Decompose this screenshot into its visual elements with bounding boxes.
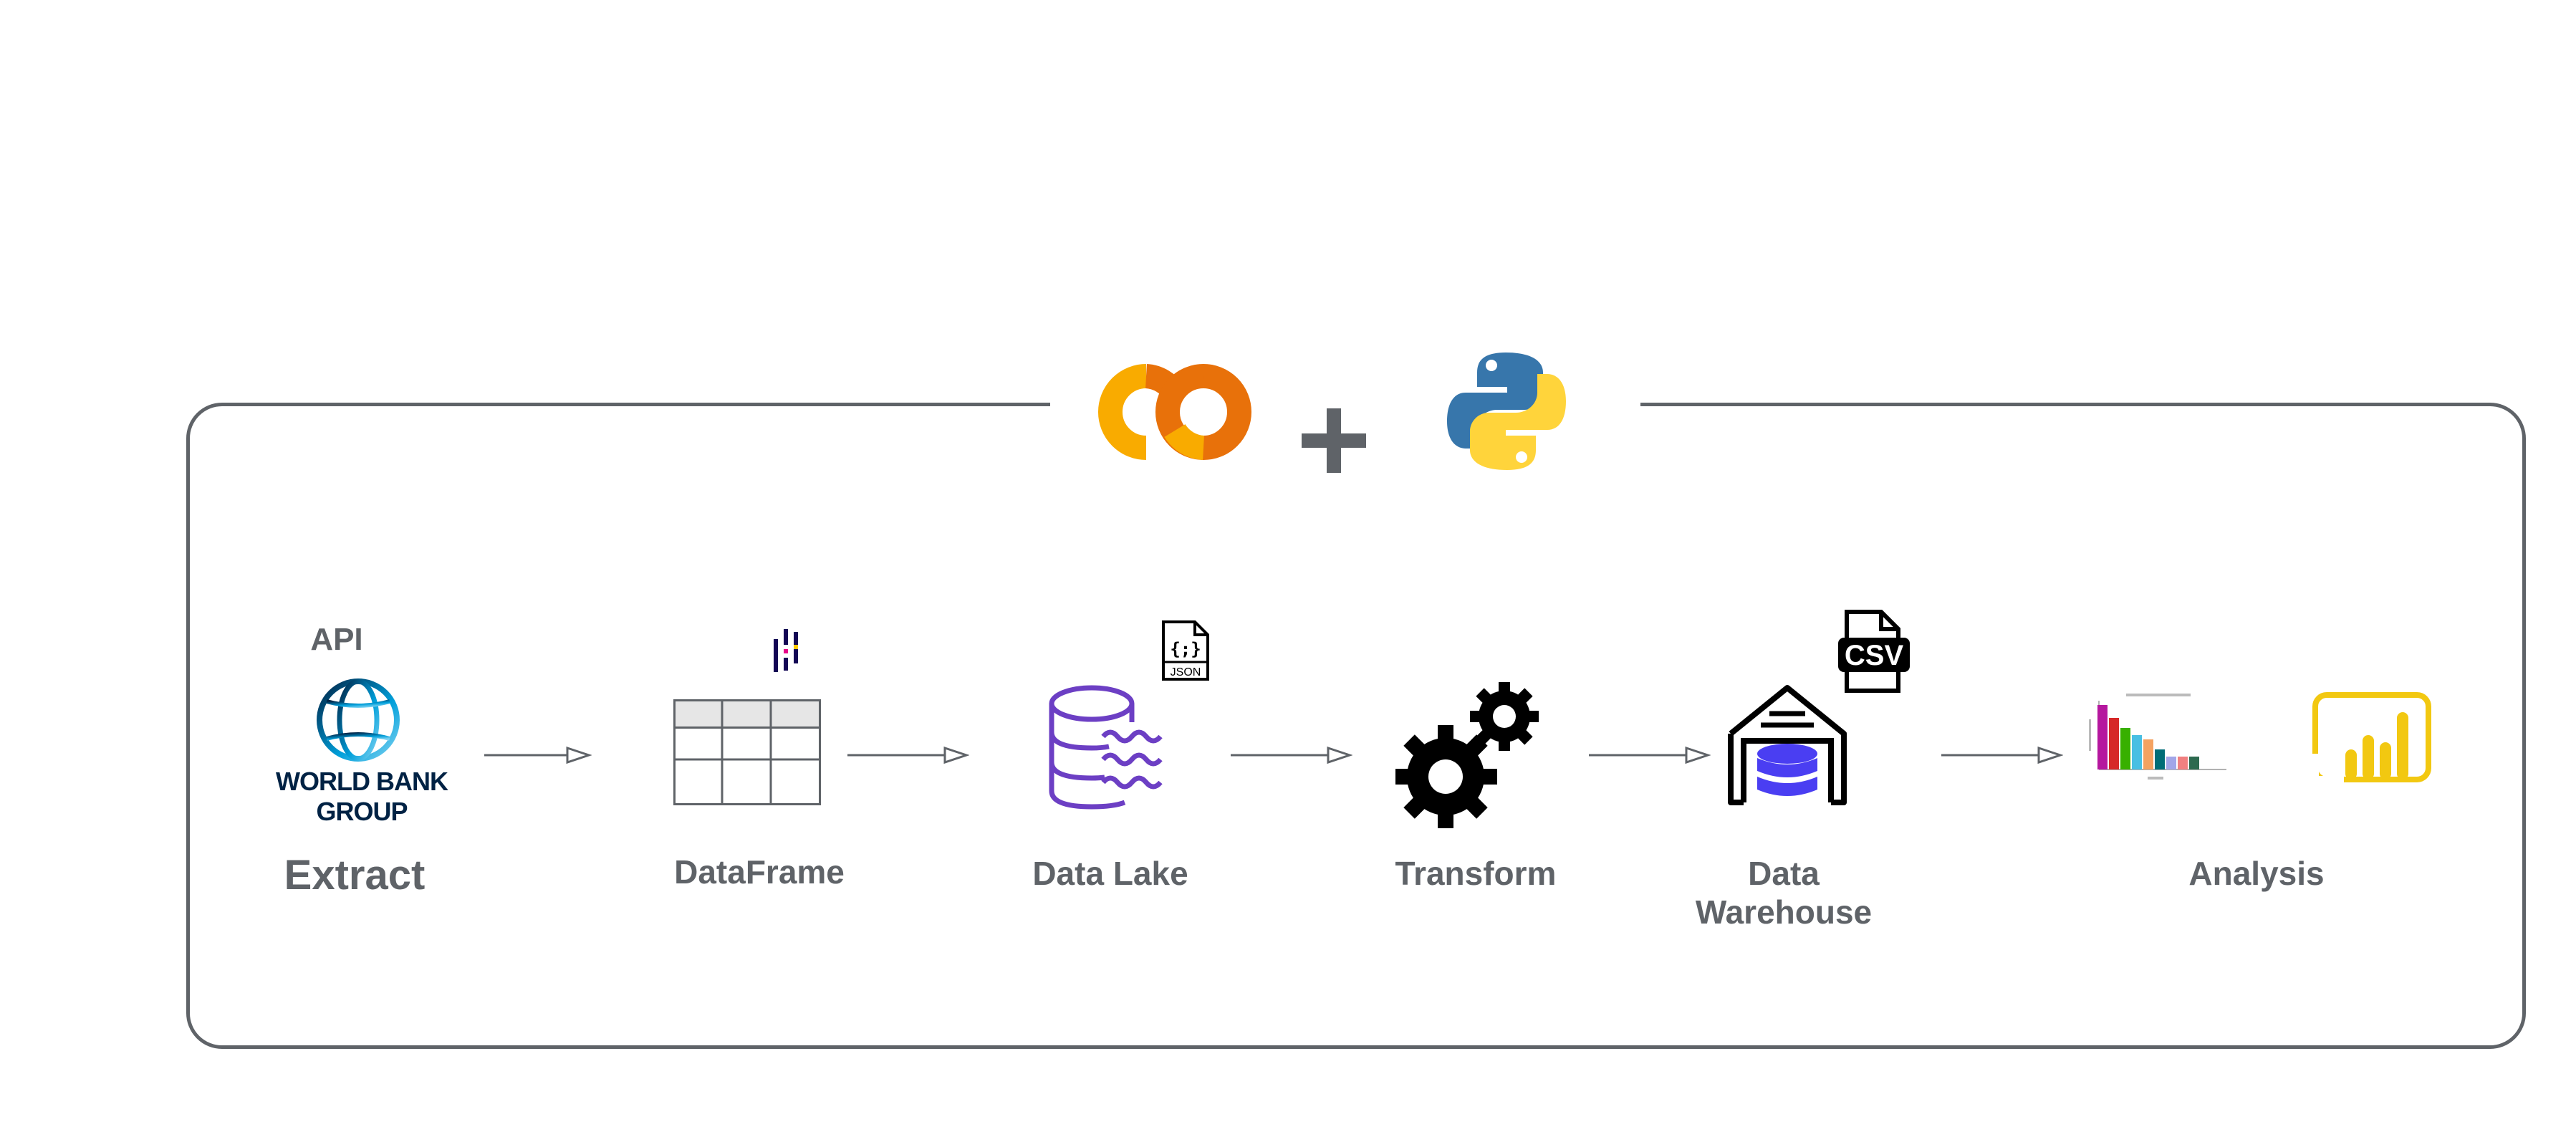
csv-file-text: CSV (1845, 640, 1904, 671)
table-grid-icon (673, 699, 821, 805)
plus-icon (1298, 401, 1370, 480)
arrow-dataframe-to-lake (847, 744, 969, 766)
warehouse-database-icon (1726, 682, 1848, 808)
database-lake-icon (1049, 685, 1178, 811)
bar-chart-thumbnail-icon (2083, 691, 2231, 787)
csv-file-icon: CSV (1837, 609, 1911, 694)
data-warehouse-label-line1: Data (1748, 855, 1820, 892)
arrow-transform-to-warehouse (1589, 744, 1711, 766)
world-bank-globe-icon (315, 677, 401, 763)
arrow-warehouse-to-analysis (1941, 744, 2063, 766)
svg-text:{;}: {;} (1170, 639, 1201, 659)
python-icon (1446, 350, 1567, 473)
arrow-lake-to-transform (1231, 744, 1352, 766)
transform-label: Transform (1395, 855, 1557, 892)
json-file-icon: {;} JSON (1160, 619, 1211, 682)
data-warehouse-label-line2: Warehouse (1695, 893, 1873, 931)
analysis-label: Analysis (2188, 855, 2325, 892)
api-label: API (310, 622, 363, 657)
extract-label: Extract (284, 852, 426, 898)
data-lake-label: Data Lake (1032, 855, 1188, 892)
json-file-text: JSON (1171, 666, 1201, 678)
google-colab-icon (1096, 362, 1254, 462)
power-bi-icon (2312, 692, 2431, 782)
arrow-extract-to-dataframe (484, 744, 592, 766)
world-bank-logo-text: WORLD BANK GROUP (276, 767, 448, 826)
dataframe-label: DataFrame (674, 853, 845, 891)
gears-icon (1395, 681, 1539, 828)
pandas-icon (771, 628, 802, 673)
